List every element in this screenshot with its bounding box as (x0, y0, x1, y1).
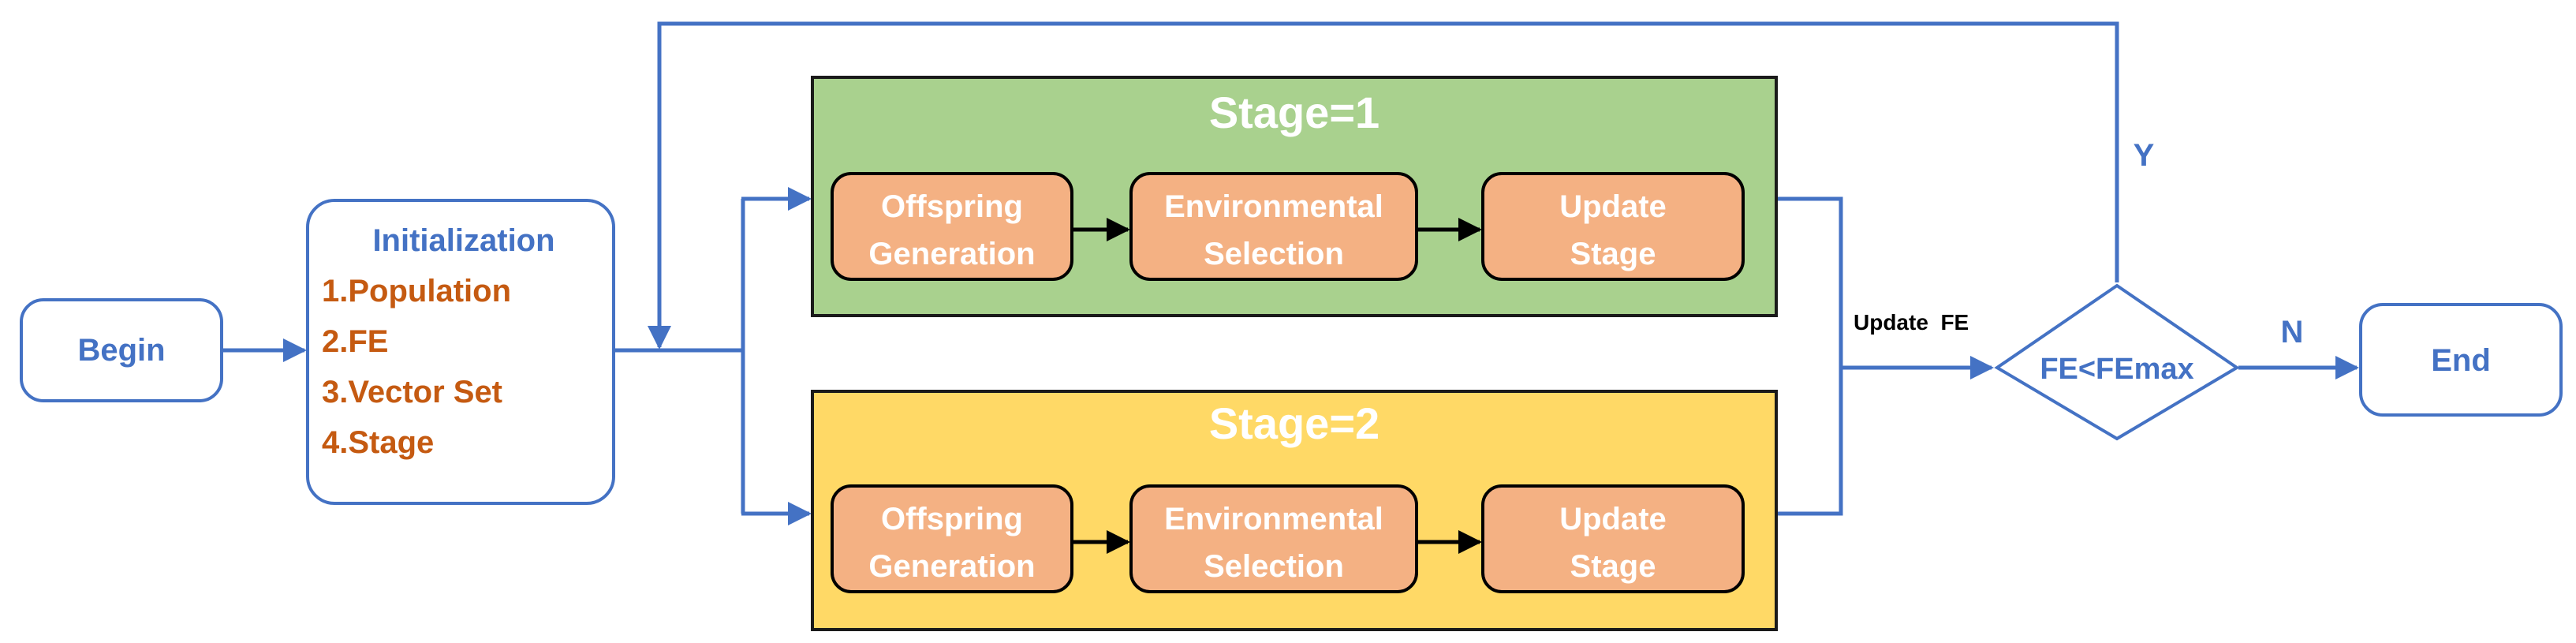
begin-label: Begin (77, 333, 165, 368)
stage1-update-line1: Update (1559, 189, 1667, 224)
stage2-environmental-line1: Environmental (1164, 502, 1383, 536)
stage2-update-line1: Update (1559, 502, 1667, 536)
stage1-environmental-selection: Environmental Selection (1129, 172, 1418, 281)
end-label: End (2431, 343, 2491, 378)
stage1-update-line2: Stage (1570, 237, 1656, 271)
stage2-environmental-line2: Selection (1204, 549, 1344, 584)
init-item-vector-set: 3.Vector Set (322, 375, 502, 409)
initialization-node: Initialization 1.Population 2.FE 3.Vecto… (306, 199, 615, 505)
connectors (223, 21, 2359, 525)
line-stage1-to-merge (1777, 196, 1843, 368)
stage1-environmental-line2: Selection (1204, 237, 1344, 271)
arrow-loop-back (648, 21, 2119, 350)
decision-label: FE<FEmax (2040, 353, 2193, 386)
no-label: N (2281, 315, 2304, 350)
stage1-update-stage: Update Stage (1481, 172, 1745, 281)
stage2-environmental-selection: Environmental Selection (1129, 484, 1418, 593)
stage1-offspring-generation: Offspring Generation (831, 172, 1073, 281)
init-item-population: 1.Population (322, 274, 511, 308)
stage2-offspring-generation: Offspring Generation (831, 484, 1073, 593)
stage2-offspring-line2: Generation (868, 549, 1035, 584)
stage2-title: Stage=2 (1209, 398, 1379, 448)
stage1-title: Stage=1 (1209, 88, 1379, 137)
init-item-stage: 4.Stage (322, 425, 434, 460)
stage1-offspring-line1: Offspring (881, 189, 1023, 224)
init-item-fe: 2.FE (322, 324, 388, 359)
stage1-offspring-line2: Generation (868, 237, 1035, 271)
update-fe-label: Update FE (1854, 310, 1969, 335)
end-node: End (2359, 303, 2563, 417)
stage2-update-line2: Stage (1570, 549, 1656, 584)
stage2-update-stage: Update Stage (1481, 484, 1745, 593)
stage1-environmental-line1: Environmental (1164, 189, 1383, 224)
yes-label: Y (2134, 138, 2155, 173)
decision-node: FE<FEmax (1994, 283, 2240, 441)
begin-node: Begin (20, 298, 223, 402)
stage2-panel: Stage=2 Offspring Generation Environment… (811, 390, 1778, 631)
stage2-offspring-line1: Offspring (881, 502, 1023, 536)
stage1-panel: Stage=1 Offspring Generation Environment… (811, 76, 1778, 317)
initialization-title: Initialization (372, 223, 554, 258)
line-stage2-to-merge (1777, 368, 1843, 516)
